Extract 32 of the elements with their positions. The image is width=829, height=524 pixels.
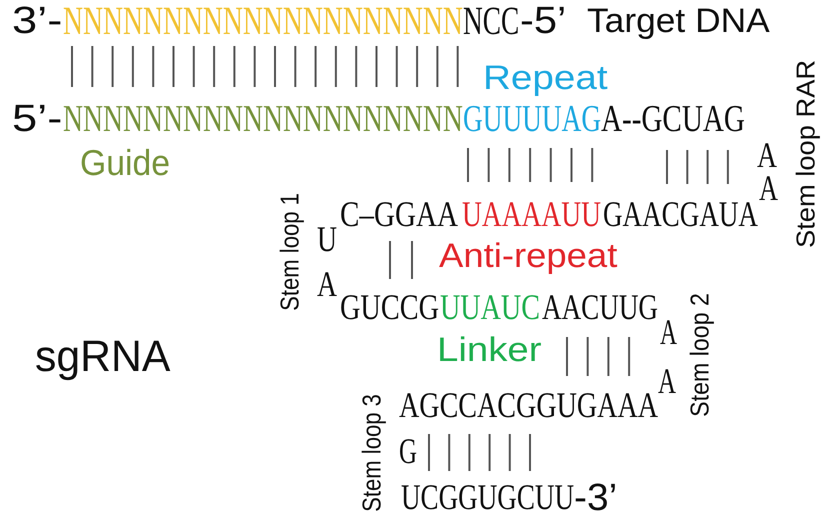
sequence-text: NCC bbox=[463, 0, 520, 44]
region-label: Repeat bbox=[483, 58, 608, 98]
sequence-text: NNNNNNNNNNNNNNNNNNNN bbox=[63, 98, 463, 142]
sequence-text: NNNNNNNNNNNNNNNNNNNN bbox=[63, 0, 463, 44]
stem-loop-label: Stem loop 1 bbox=[274, 193, 305, 311]
region-label: Linker bbox=[437, 330, 542, 370]
stem-loop-label: Stem loop 2 bbox=[684, 293, 715, 417]
sequence-text: C–GGAA bbox=[340, 194, 458, 236]
strand-end-label: 5’- bbox=[12, 98, 62, 142]
sequence-text: GUCCG bbox=[340, 287, 440, 328]
nucleotide-letter: A bbox=[317, 264, 337, 306]
nucleotide-letter: A bbox=[658, 361, 676, 402]
sequence-text: GAACGAUA bbox=[603, 194, 758, 236]
sequence-text: A--GCUAG bbox=[601, 98, 745, 142]
strand-name: Target DNA bbox=[587, 2, 770, 41]
sequence-text: UAAAAUU bbox=[462, 194, 601, 236]
nucleotide-letter: A bbox=[660, 312, 677, 354]
strand-end-label: -5’ bbox=[520, 0, 566, 44]
molecule-label: sgRNA bbox=[35, 332, 170, 382]
sequence-text: AGCCACGGUGAAA bbox=[399, 385, 658, 426]
sequence-text: UCGGUGCUU bbox=[401, 477, 574, 518]
stem-loop-label: Stem loop 3 bbox=[356, 394, 387, 512]
stem-loop-label: Stem loop RAR bbox=[791, 60, 822, 248]
region-label: Guide bbox=[80, 142, 170, 184]
nucleotide-letter: U bbox=[317, 219, 337, 260]
sequence-text: GUUUUAG bbox=[463, 98, 602, 142]
region-label: Anti-repeat bbox=[439, 236, 618, 276]
sequence-text: AACUUG bbox=[542, 287, 658, 328]
sequence-text: UUAUC bbox=[440, 287, 540, 328]
strand-end-label: -3’ bbox=[574, 477, 618, 521]
strand-end-label: 3’- bbox=[12, 0, 62, 44]
nucleotide-letter: G bbox=[399, 431, 417, 472]
